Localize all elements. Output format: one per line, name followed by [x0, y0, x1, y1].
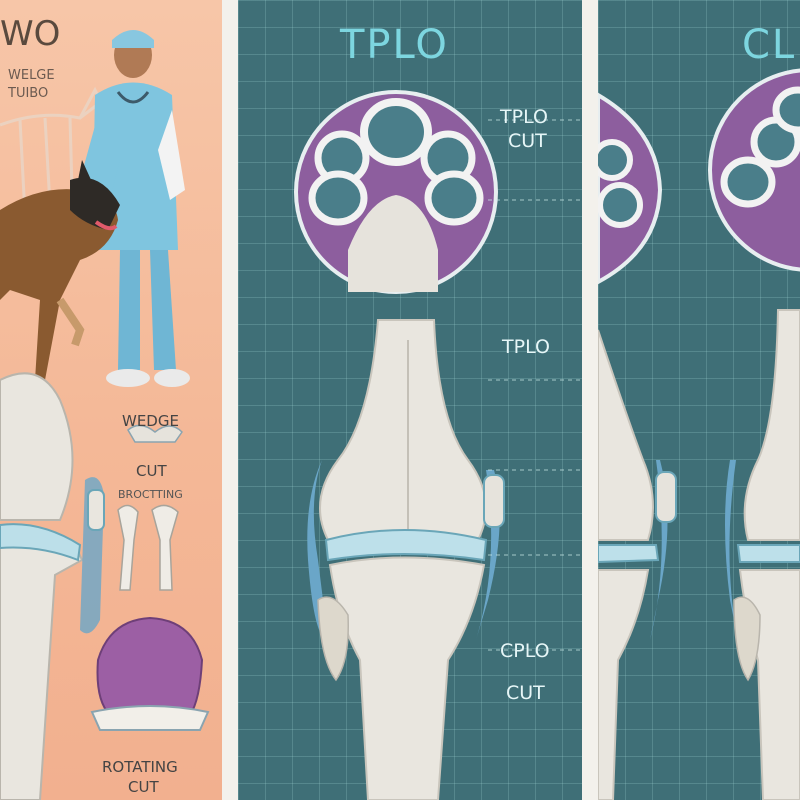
panel-divider-1 [222, 0, 238, 800]
callout-tplo: TPLO [502, 336, 550, 358]
left-title: WO [0, 14, 61, 54]
callout-cplo-cut-2: CUT [506, 682, 545, 704]
wedge-illustration [0, 30, 210, 800]
center-title: TPLO [340, 22, 449, 68]
tplo-panel: TPLO TPLO CUT TPLO CPLO CUT [238, 0, 582, 800]
callout-cplo-cut-1: CPLO [500, 640, 550, 662]
guide-lines [488, 119, 582, 651]
magnified-cross-section-right [598, 68, 800, 285]
cl-panel: CL [598, 0, 800, 800]
wedge-label-1: WEDGE [122, 412, 179, 430]
dog-illustration [0, 160, 120, 380]
right-title: CL [742, 22, 797, 68]
callout-tplo-cut-2: CUT [508, 130, 547, 152]
left-subtitle-2: TUIBO [8, 86, 49, 101]
tplo-illustration [294, 90, 582, 800]
skeleton-sketch [0, 86, 111, 216]
rotating-label-1: ROTATING [102, 758, 178, 776]
knee-bone-left [0, 372, 105, 800]
veterinarian [80, 30, 190, 387]
wedge-panel: WO WELGE TUIBO WEDGE CUT BROCTTING ROTAT… [0, 0, 222, 800]
knee-bone-right-b [725, 309, 800, 800]
callout-tplo-cut-1: TPLO [500, 106, 548, 128]
rotating-label-2: CUT [128, 778, 159, 796]
left-subtitle-1: WELGE [8, 68, 55, 83]
wedge-label-2: CUT [136, 462, 167, 480]
small-bones-label: BROCTTING [118, 488, 183, 501]
cl-illustration [598, 68, 800, 800]
panel-divider-2 [582, 0, 598, 800]
small-bones-icon [117, 504, 179, 591]
cartilage-cross-section [90, 616, 210, 731]
meniscus [307, 460, 505, 640]
tibia-bone [317, 556, 486, 800]
wedge-bone-icon [127, 424, 183, 443]
knee-bone-right-a [598, 329, 677, 800]
femur-bone [319, 319, 487, 541]
magnified-cross-section [294, 90, 498, 294]
